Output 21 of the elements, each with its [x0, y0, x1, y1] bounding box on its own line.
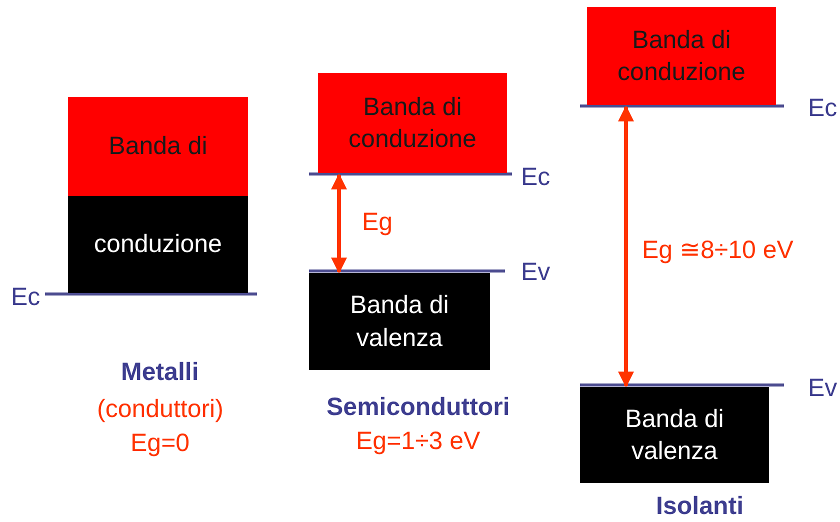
energy-band-box: Banda di conduzione [318, 73, 507, 173]
category-title: Metalli [121, 360, 199, 384]
energy-band-box: Banda di valenza [309, 273, 490, 370]
energy-band-box: Banda di conduzione [587, 7, 776, 105]
energy-level-label: Ev [521, 260, 550, 284]
edge-label: Eg ≅8÷10 eV [642, 238, 794, 262]
category-title: Semiconduttori [326, 394, 510, 420]
energy-level-label: Ec [11, 284, 40, 310]
band-gap-label: Eg=1÷3 eV [356, 428, 480, 454]
category-title: Isolanti [656, 494, 744, 518]
energy-band-box: Banda di [68, 97, 248, 196]
double-arrow [618, 105, 634, 388]
edge-label: Eg [362, 210, 393, 234]
energy-band-box: Banda di valenza [580, 387, 769, 483]
band-gap-label: Eg=0 [130, 430, 190, 456]
band-gap-label: (conduttori) [97, 396, 224, 422]
energy-level-label: Ec [808, 96, 838, 120]
double-arrow [331, 173, 347, 274]
energy-level-label: Ec [521, 164, 550, 190]
energy-band-box: conduzione [68, 196, 248, 293]
energy-level-label: Ev [808, 376, 838, 400]
